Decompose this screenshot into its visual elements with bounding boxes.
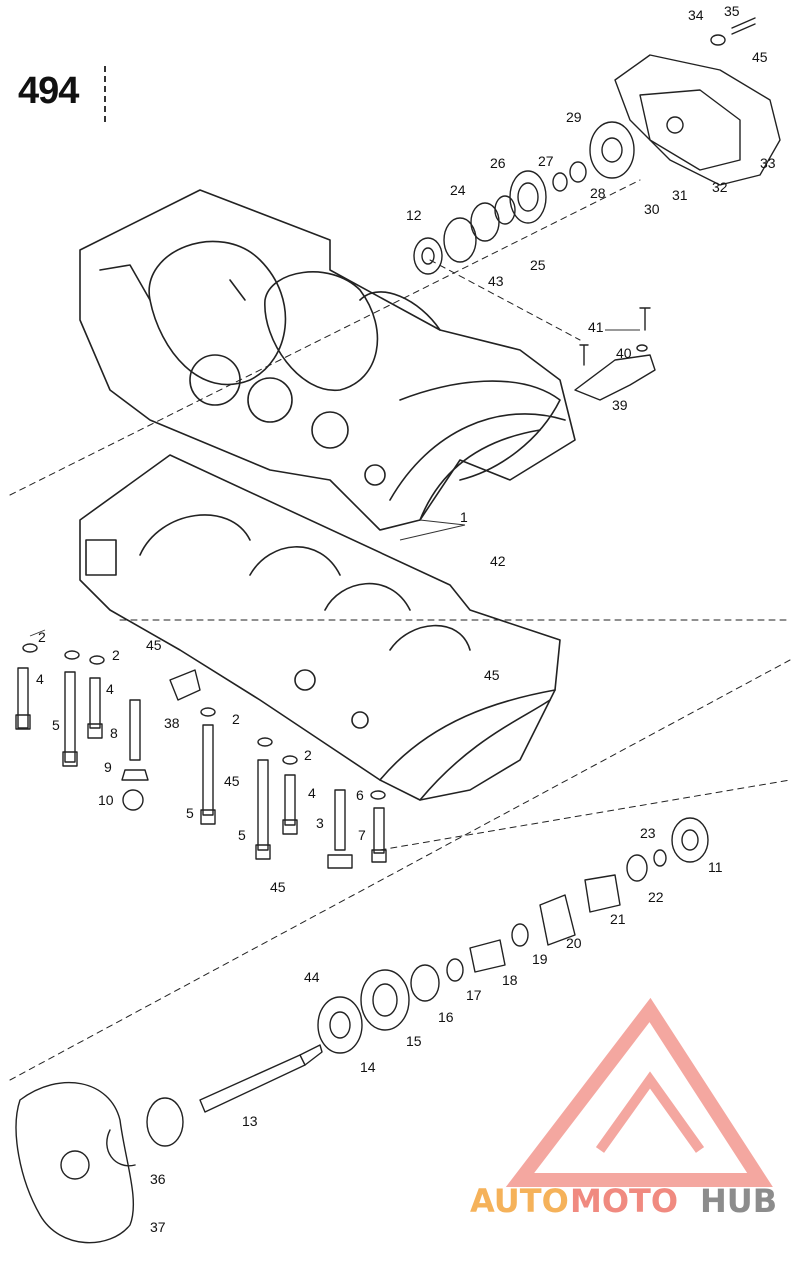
callout-6: 6: [356, 787, 364, 803]
callout-22: 22: [648, 889, 664, 905]
callout-45-2: 45: [146, 637, 162, 653]
callout-39: 39: [612, 397, 628, 413]
callout-11: 11: [708, 859, 723, 875]
callout-labels: 1222234445556789101112131415161718192021…: [36, 3, 776, 1235]
callout-4: 4: [36, 671, 44, 687]
callout-45-3: 45: [224, 773, 240, 789]
callout-38: 38: [164, 715, 180, 731]
callout-7: 7: [358, 827, 366, 843]
callout-43: 43: [488, 273, 504, 289]
callout-27: 27: [538, 153, 554, 169]
callout-2-2: 2: [112, 647, 120, 663]
callout-19: 19: [532, 951, 548, 967]
bracket-assembly: [574, 307, 656, 401]
callout-42: 42: [490, 553, 506, 569]
callout-18: 18: [502, 972, 518, 988]
callout-5-3: 5: [238, 827, 246, 843]
watermark-word-auto: AUTO: [470, 1182, 569, 1220]
callout-23: 23: [640, 825, 656, 841]
callout-3: 3: [316, 815, 324, 831]
callout-35: 35: [724, 3, 740, 19]
callout-5-2: 5: [186, 805, 194, 821]
callout-31: 31: [672, 187, 688, 203]
callout-45: 45: [752, 49, 768, 65]
upper-crankcase: [79, 189, 576, 531]
callout-21: 21: [610, 911, 626, 927]
callout-15: 15: [406, 1033, 422, 1049]
watermark-triangle: [505, 997, 773, 1187]
callout-36: 36: [150, 1171, 166, 1187]
callout-4-2: 4: [106, 681, 114, 697]
callout-2-3: 2: [232, 711, 240, 727]
callout-45-4: 45: [484, 667, 500, 683]
callout-8: 8: [110, 725, 118, 741]
callout-44: 44: [304, 969, 320, 985]
alignment-lines: [9, 179, 791, 1081]
callout-30: 30: [644, 201, 660, 217]
callout-32: 32: [712, 179, 728, 195]
callout-26: 26: [490, 155, 506, 171]
callout-14: 14: [360, 1059, 376, 1075]
callout-9: 9: [104, 759, 112, 775]
callout-13: 13: [242, 1113, 258, 1129]
callout-12: 12: [406, 207, 422, 223]
fastener-group: [15, 643, 387, 869]
callout-2-4: 2: [304, 747, 312, 763]
callout-1: 1: [460, 509, 468, 525]
callout-28: 28: [590, 185, 606, 201]
callout-20: 20: [566, 935, 582, 951]
watermark-word-hub: HUB: [700, 1182, 777, 1220]
callout-17: 17: [466, 987, 482, 1003]
shaft-group: [15, 817, 709, 1244]
watermark-word-moto: MOTO: [570, 1182, 678, 1220]
callout-10: 10: [98, 792, 114, 808]
page-edge-mark: [104, 66, 106, 122]
pto-cover-assembly: [413, 17, 781, 275]
callout-41: 41: [588, 319, 604, 335]
leader-lines: [29, 329, 640, 637]
callout-33: 33: [760, 155, 776, 171]
callout-5: 5: [52, 717, 60, 733]
callout-45-5: 45: [270, 879, 286, 895]
callout-29: 29: [566, 109, 582, 125]
callout-24: 24: [450, 182, 466, 198]
callout-37: 37: [150, 1219, 166, 1235]
callout-2: 2: [38, 629, 46, 645]
callout-25: 25: [530, 257, 546, 273]
automotohub-watermark: AUTO MOTO HUB: [470, 997, 777, 1220]
callout-4-3: 4: [308, 785, 316, 801]
page-number: 494: [18, 70, 79, 112]
lower-crankcase: [79, 454, 561, 801]
callout-34: 34: [688, 7, 704, 23]
callout-40: 40: [616, 345, 632, 361]
callout-16: 16: [438, 1009, 454, 1025]
